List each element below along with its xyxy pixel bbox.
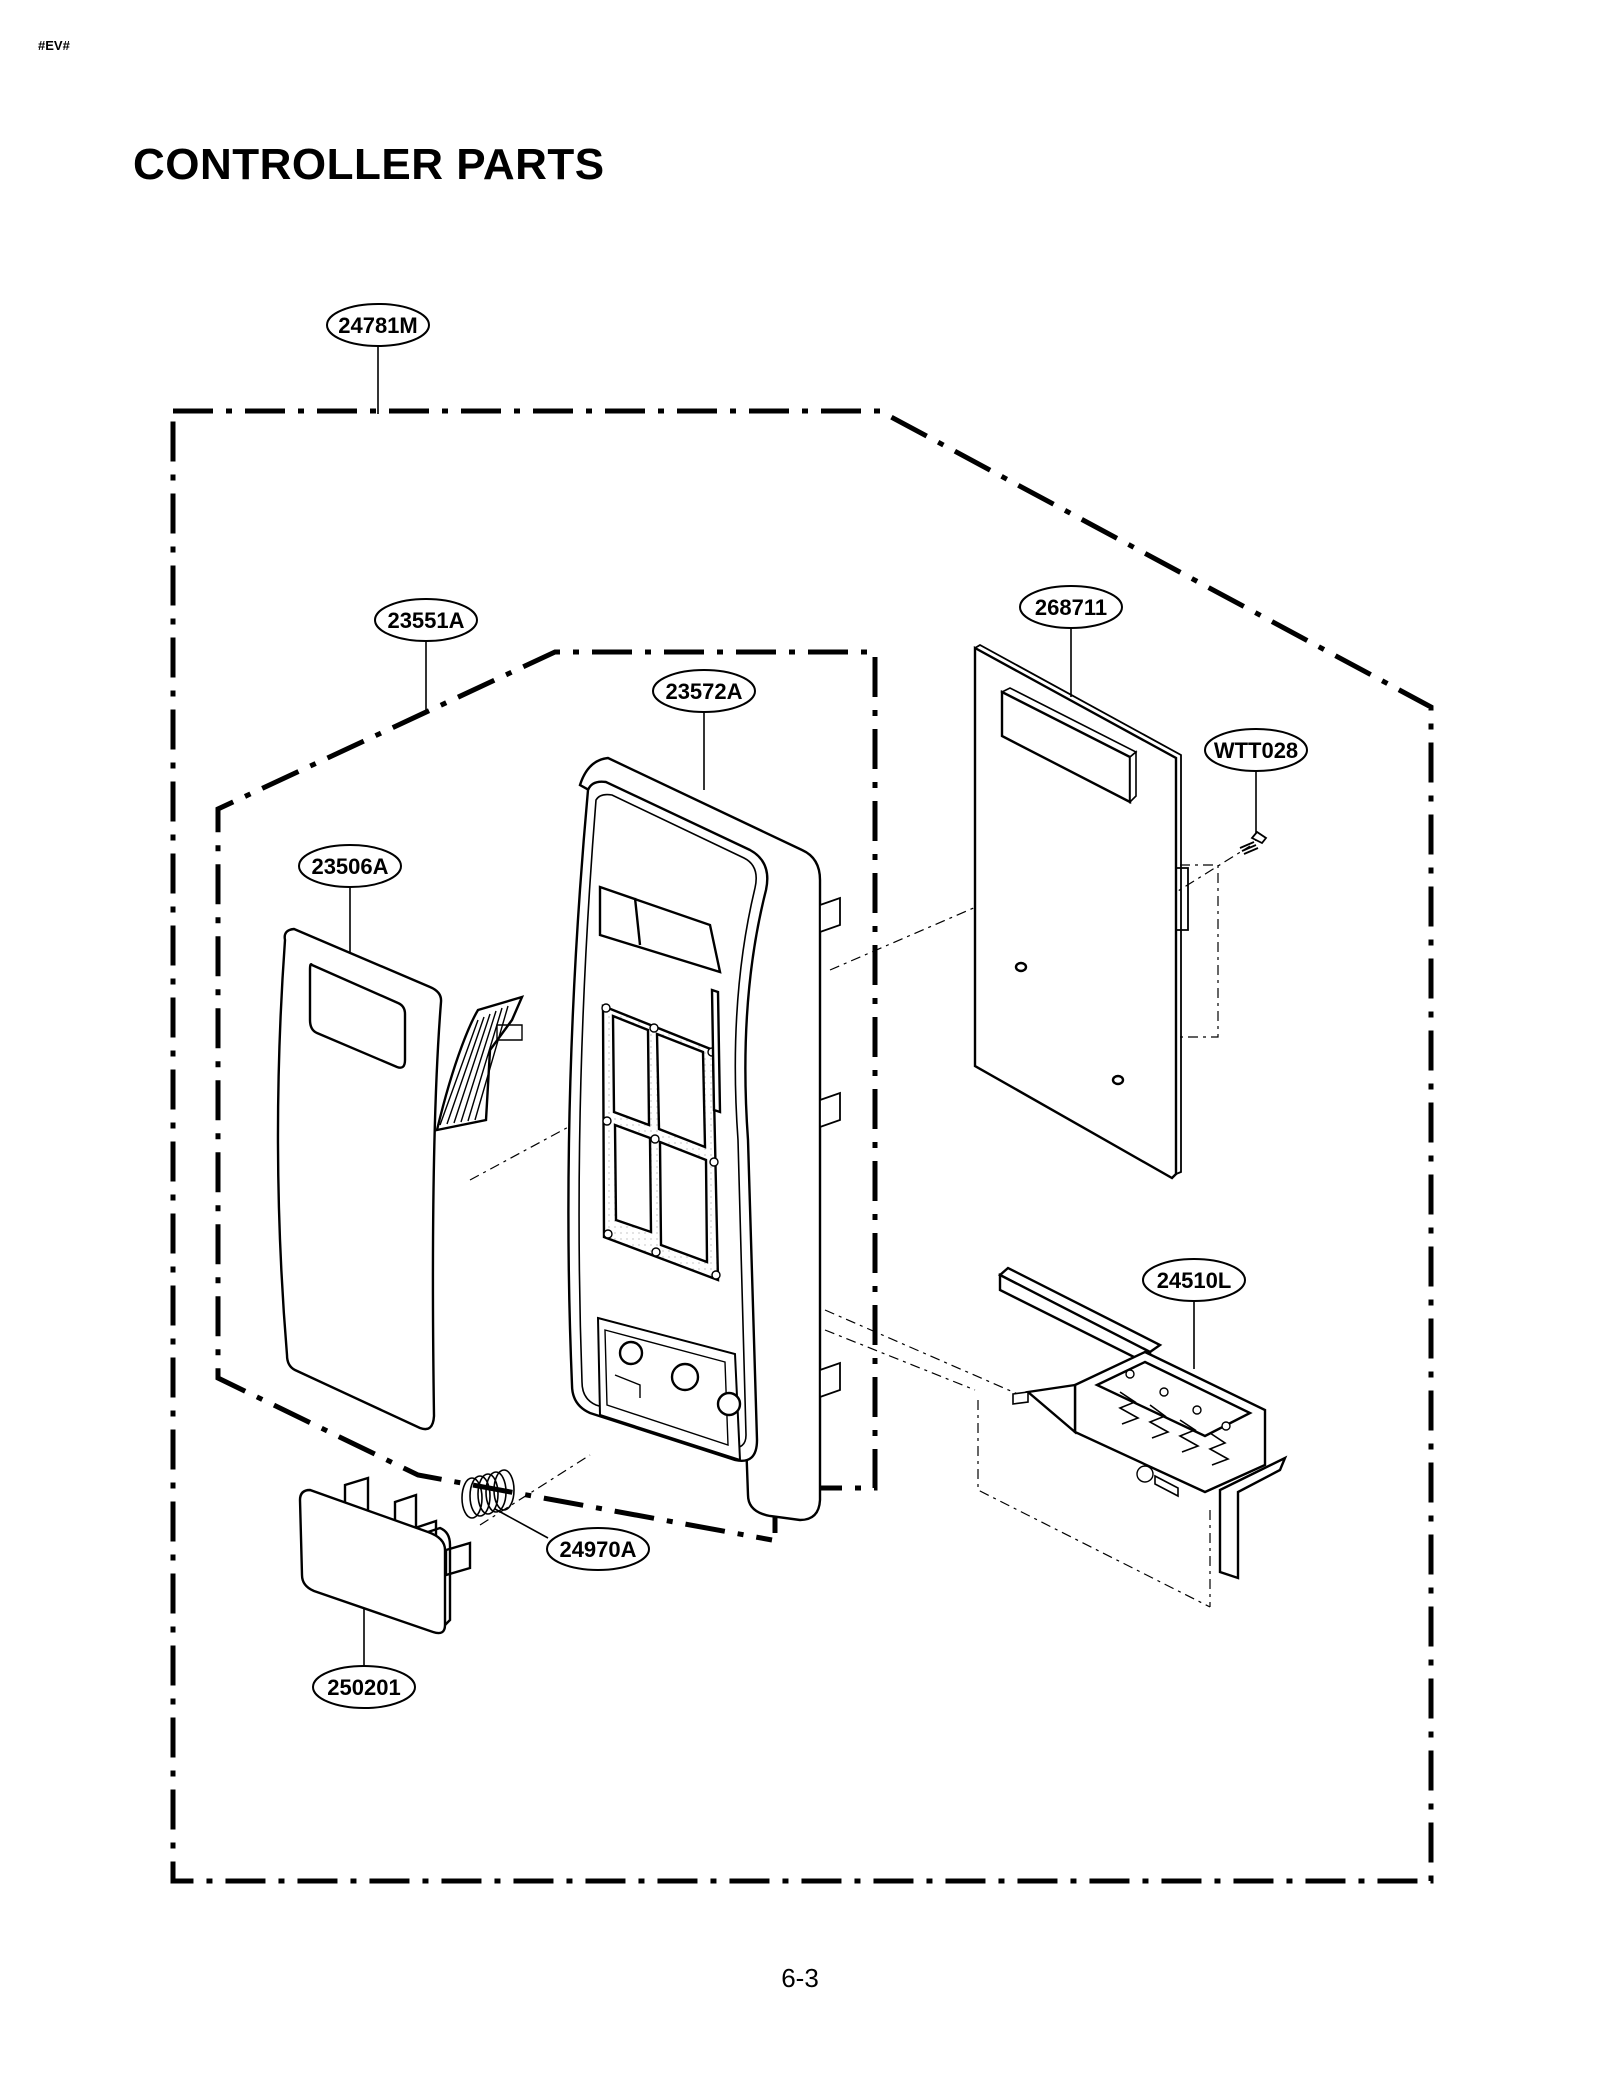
svg-text:WTT028: WTT028 xyxy=(1214,738,1298,763)
svg-text:24781M: 24781M xyxy=(338,313,418,338)
leader-lines xyxy=(349,346,1257,1667)
control-panel-part xyxy=(567,756,841,1522)
callout-pcb-268711: 268711 xyxy=(1019,585,1123,629)
door-button-part xyxy=(298,1476,472,1635)
callout-spring-24970A: 24970A xyxy=(546,1527,650,1571)
page-number: 6-3 xyxy=(781,1963,819,1993)
svg-text:24970A: 24970A xyxy=(559,1537,636,1562)
callout-screw-WTT028: WTT028 xyxy=(1204,728,1308,772)
document-tag: #EV# xyxy=(38,38,70,53)
assembly-boundary xyxy=(170,408,1434,1884)
callout-door-button-250201: 250201 xyxy=(312,1665,416,1709)
svg-text:268711: 268711 xyxy=(1035,595,1107,620)
callout-membrane-keypad-23506A: 23506A xyxy=(298,844,402,888)
pcb-part xyxy=(973,643,1189,1180)
membrane-keypad-part xyxy=(276,927,525,1431)
svg-text:23506A: 23506A xyxy=(311,854,388,879)
svg-text:23551A: 23551A xyxy=(387,608,464,633)
latch-lever-part xyxy=(997,1266,1288,1580)
callout-assembly-24781M: 24781M xyxy=(326,303,430,347)
page-title: CONTROLLER PARTS xyxy=(133,140,605,189)
callout-panel-group-23551A: 23551A xyxy=(374,598,478,642)
spring-part xyxy=(461,1469,515,1519)
callout-latch-lever-24510L: 24510L xyxy=(1142,1258,1246,1302)
screw-part xyxy=(1239,830,1268,855)
callout-control-panel-23572A: 23572A xyxy=(652,669,756,713)
svg-text:23572A: 23572A xyxy=(665,679,742,704)
svg-text:250201: 250201 xyxy=(327,1675,400,1700)
svg-text:24510L: 24510L xyxy=(1157,1268,1232,1293)
